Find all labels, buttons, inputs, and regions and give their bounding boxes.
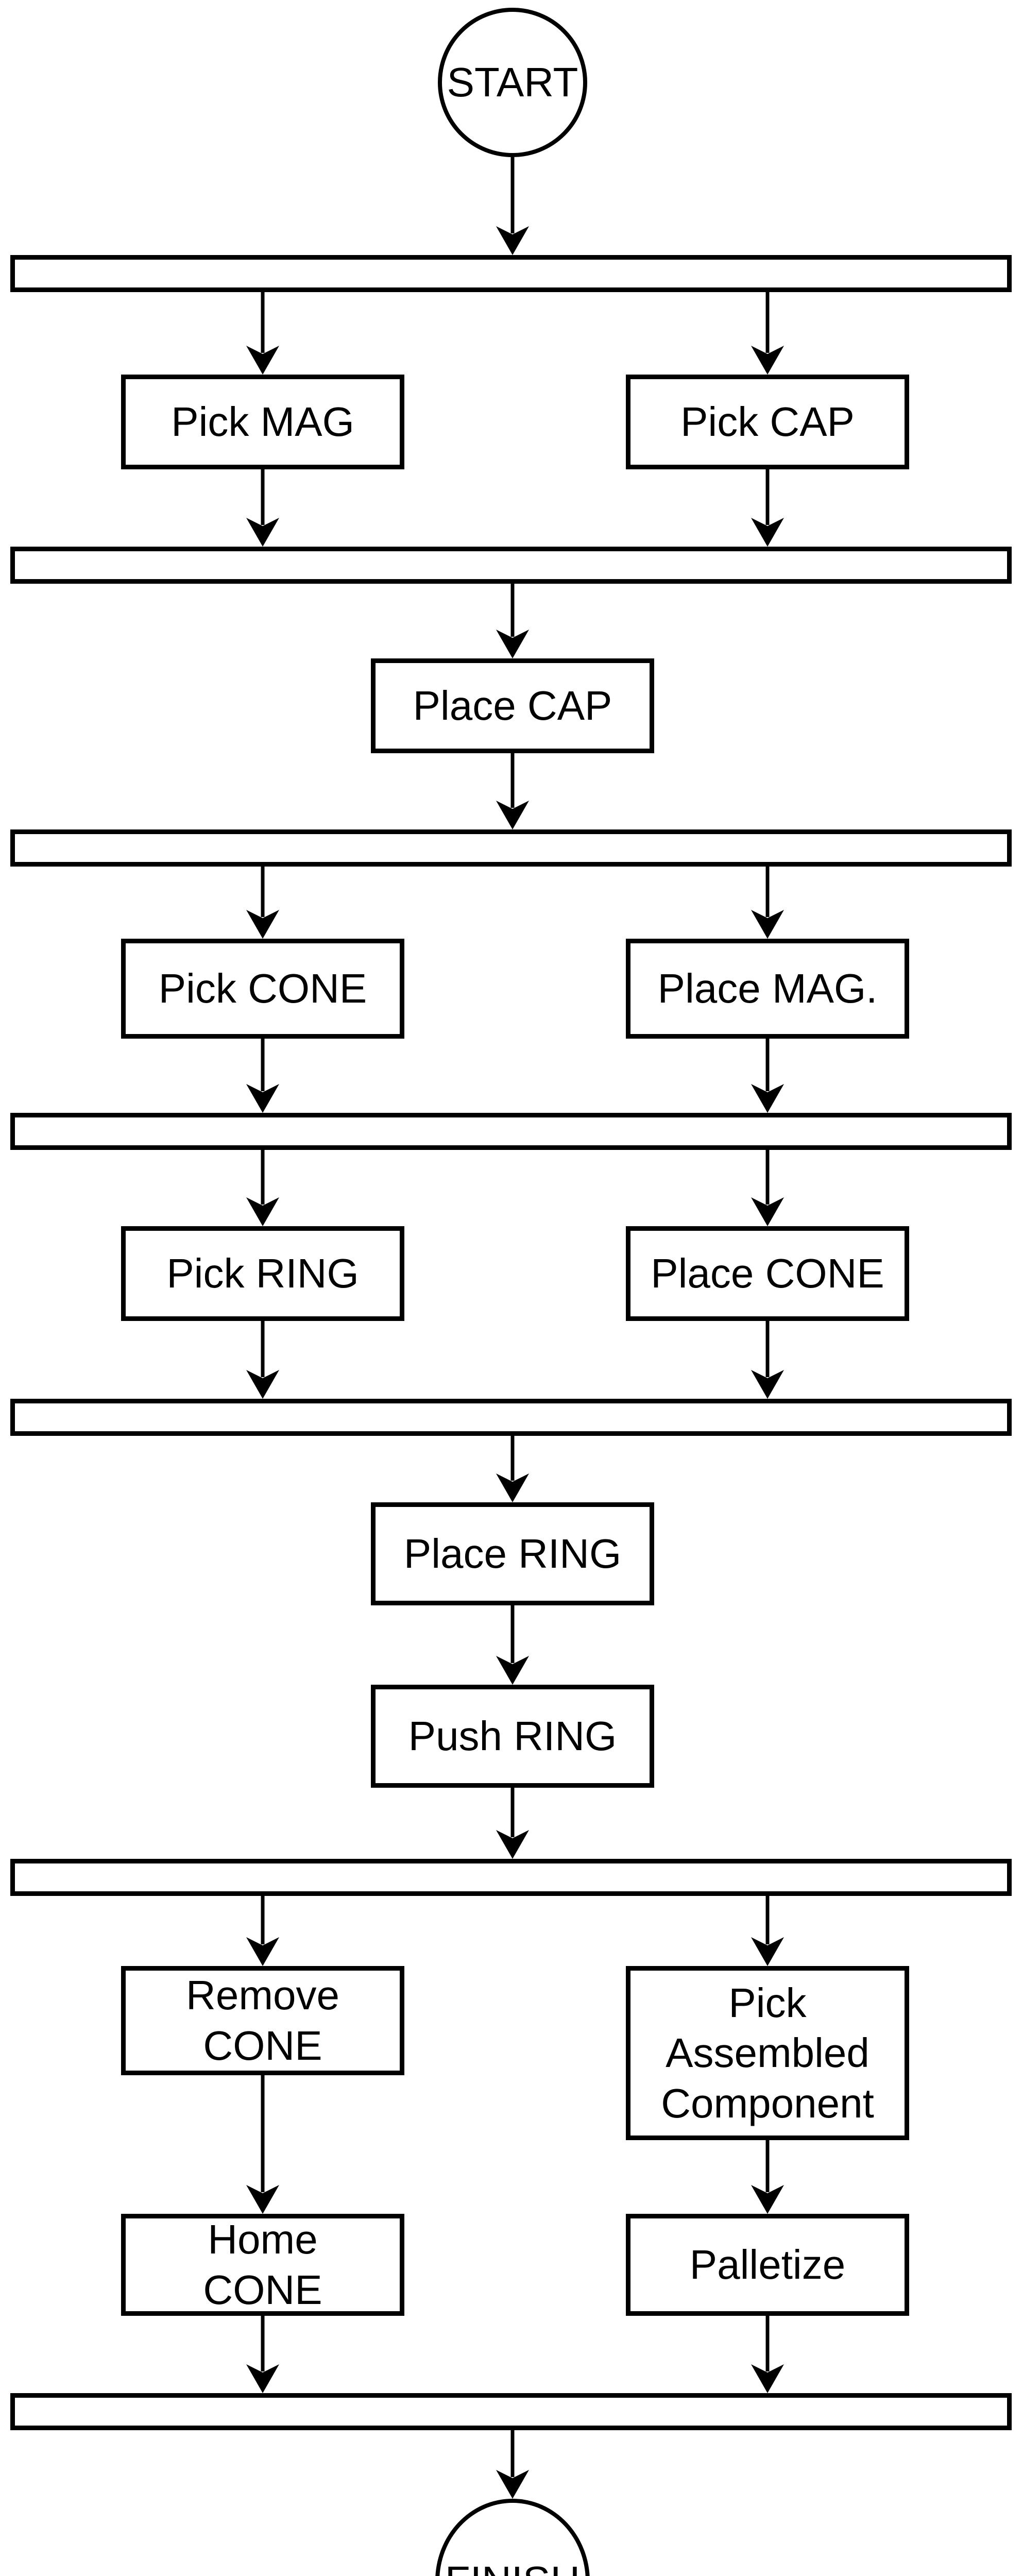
flow-arrow	[751, 469, 784, 547]
task-place-mag: Place MAG.	[626, 939, 909, 1039]
task-label: Place MAG.	[657, 965, 878, 1012]
flow-arrow	[246, 867, 279, 939]
flow-arrow	[246, 1039, 279, 1113]
flow-arrow	[246, 2316, 279, 2393]
sync-bar-5	[10, 1399, 1012, 1436]
flow-arrow	[751, 2140, 784, 2214]
flow-arrow	[496, 1605, 529, 1685]
task-label: Remove CONE	[186, 1972, 339, 2069]
finish-label: FINISH	[445, 2556, 580, 2576]
flow-arrow	[751, 1039, 784, 1113]
task-home-cone: Home CONE	[121, 2214, 404, 2316]
sync-bar-7	[10, 2393, 1012, 2430]
flow-arrow	[496, 753, 529, 829]
flow-arrow	[496, 157, 529, 255]
task-label: Place RING	[403, 1531, 622, 1577]
start-label: START	[447, 59, 578, 106]
task-place-ring: Place RING	[371, 1502, 654, 1605]
task-label: Pick CONE	[158, 965, 367, 1012]
task-label: Pick RING	[166, 1250, 359, 1297]
task-pick-cone: Pick CONE	[121, 939, 404, 1039]
task-palletize: Palletize	[626, 2214, 909, 2316]
flow-arrow	[751, 867, 784, 939]
task-place-cone: Place CONE	[626, 1226, 909, 1321]
task-place-cap: Place CAP	[371, 658, 654, 753]
flow-arrow	[246, 292, 279, 375]
flow-arrow	[751, 2316, 784, 2393]
flow-arrow	[751, 1150, 784, 1226]
flow-arrow	[751, 292, 784, 375]
task-label: Push RING	[408, 1713, 617, 1759]
flow-arrow	[496, 1436, 529, 1502]
task-pick-mag: Pick MAG	[121, 375, 404, 469]
sync-bar-4	[10, 1113, 1012, 1150]
flow-arrow	[246, 1150, 279, 1226]
flow-arrow	[496, 2430, 529, 2499]
task-label: Pick CAP	[680, 399, 855, 445]
sync-bar-2	[10, 547, 1012, 584]
task-pick-assembled-component: Pick Assembled Component	[626, 1966, 909, 2140]
task-label: Palletize	[689, 2242, 846, 2288]
flow-arrow	[496, 1788, 529, 1859]
task-label: Home CONE	[203, 2216, 322, 2313]
task-label: Pick Assembled Component	[661, 1979, 874, 2126]
task-label: Place CONE	[651, 1250, 884, 1297]
flow-arrow	[751, 1896, 784, 1966]
sync-bar-1	[10, 255, 1012, 292]
task-label: Pick MAG	[171, 399, 354, 445]
flow-arrow	[246, 1896, 279, 1966]
flow-arrow	[751, 1321, 784, 1399]
sync-bar-3	[10, 829, 1012, 867]
flow-arrow	[246, 2075, 279, 2214]
task-pick-ring: Pick RING	[121, 1226, 404, 1321]
flow-arrow	[246, 469, 279, 547]
flow-arrow	[496, 584, 529, 658]
flow-arrow	[246, 1321, 279, 1399]
task-remove-cone: Remove CONE	[121, 1966, 404, 2075]
task-push-ring: Push RING	[371, 1685, 654, 1788]
task-pick-cap: Pick CAP	[626, 375, 909, 469]
task-label: Place CAP	[413, 683, 612, 729]
start-node: START	[438, 8, 587, 157]
sync-bar-6	[10, 1859, 1012, 1896]
